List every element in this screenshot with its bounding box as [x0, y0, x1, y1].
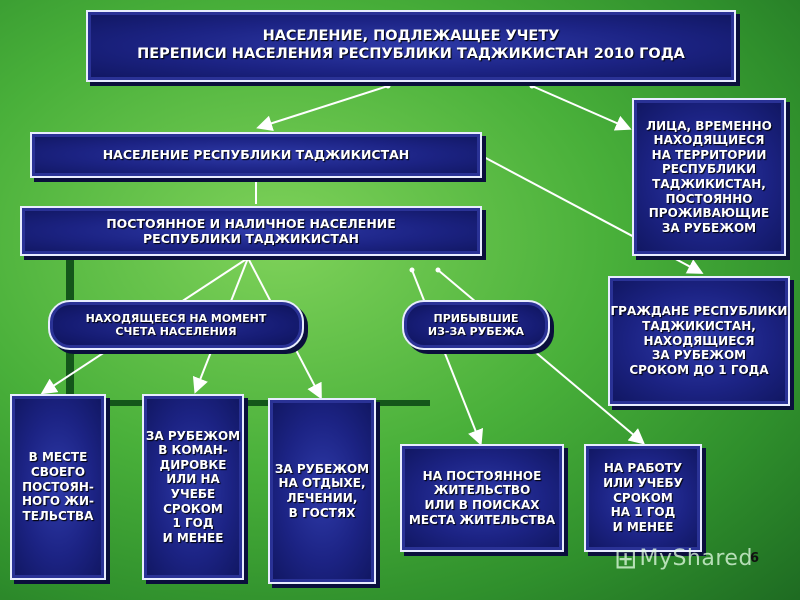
permanent-residence-box: НА ПОСТОЯННОЕ ЖИТЕЛЬСТВО ИЛИ В ПОИСКАХ М…	[400, 444, 564, 552]
arrow-to-permanent-residence	[411, 269, 484, 446]
cart-icon: ⊞	[614, 542, 638, 575]
vacation-box: ЗА РУБЕЖОМ НА ОТДЫХЕ, ЛЕЧЕНИИ, В ГОСТЯХ	[268, 398, 376, 584]
arrived-box: ПРИБЫВШИЕ ИЗ-ЗА РУБЕЖА	[402, 300, 550, 350]
residence-box: В МЕСТЕ СВОЕГО ПОСТОЯН- НОГО ЖИ- ТЕЛЬСТВ…	[10, 394, 106, 580]
dark-band-vertical	[66, 240, 74, 540]
arrow-title-to-population	[256, 85, 389, 131]
dark-band-horizontal	[60, 400, 430, 406]
population-box: НАСЕЛЕНИЕ РЕСПУБЛИКИ ТАДЖИКИСТАН	[30, 132, 482, 178]
permanent-box: ПОСТОЯННОЕ И НАЛИЧНОЕ НАСЕЛЕНИЕ РЕСПУБЛИ…	[20, 206, 482, 256]
business-trip-box: ЗА РУБЕЖОМ В КОМАН- ДИРОВКЕ ИЛИ НА УЧЕБЕ…	[142, 394, 244, 580]
citizens-abroad-box: ГРАЖДАНЕ РЕСПУБЛИКИ ТАДЖИКИСТАН, НАХОДЯЩ…	[608, 276, 790, 406]
arrow-title-to-temporary	[531, 85, 632, 131]
arrow-to-work-study	[437, 269, 646, 445]
page-number: 6	[750, 551, 760, 566]
watermark: ⊞ MyShared	[614, 542, 753, 575]
present-box: НАХОДЯЩЕЕСЯ НА МОМЕНТ СЧЕТА НАСЕЛЕНИЯ	[48, 300, 304, 350]
watermark-text: MyShared	[639, 546, 753, 571]
work-study-box: НА РАБОТУ ИЛИ УЧЕБУ СРОКОМ НА 1 ГОД И МЕ…	[584, 444, 702, 552]
temporary-box: ЛИЦА, ВРЕМЕННО НАХОДЯЩИЕСЯ НА ТЕРРИТОРИИ…	[632, 98, 786, 256]
title-box: НАСЕЛЕНИЕ, ПОДЛЕЖАЩЕЕ УЧЕТУ ПЕРЕПИСИ НАС…	[86, 10, 736, 82]
